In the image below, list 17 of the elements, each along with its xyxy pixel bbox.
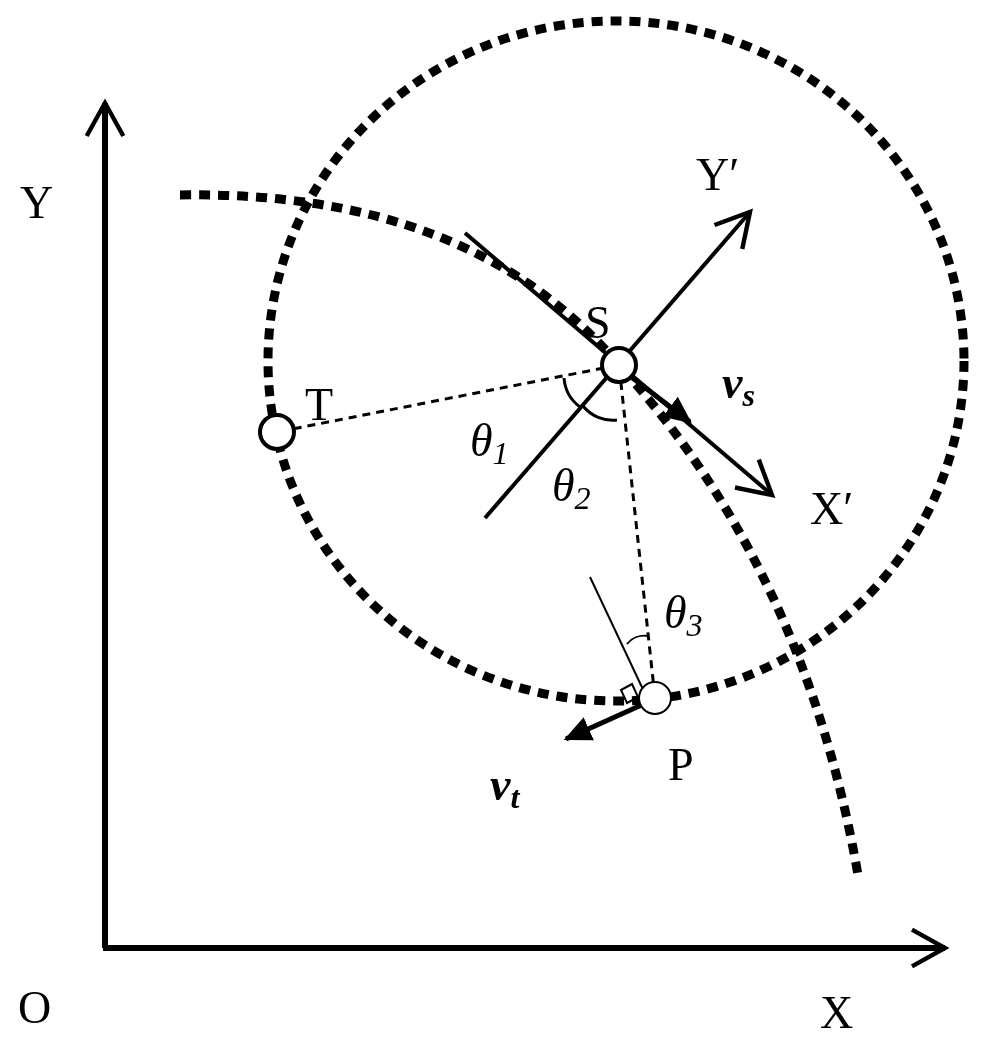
axis-label: X	[820, 990, 854, 1036]
point-circle	[636, 679, 674, 717]
axis-label: X′	[810, 486, 854, 532]
angle-label: θ$_{3}$	[664, 590, 703, 642]
vector-label: v$_{t}$	[490, 762, 520, 814]
angle-label: θ$_{1}$	[470, 418, 509, 470]
point-circle	[257, 412, 297, 452]
point-label: T	[305, 382, 334, 428]
dashed-line	[619, 381, 655, 683]
axis-label: Y′	[696, 152, 740, 198]
vector-label: v$_{s}$	[722, 360, 755, 412]
point-label: P	[668, 742, 694, 788]
axis-label: Y	[20, 180, 54, 226]
origin-label: O	[18, 985, 52, 1031]
angle-label: θ$_{2}$	[552, 463, 591, 515]
point-circle	[599, 345, 639, 385]
dashed-line	[293, 366, 603, 431]
